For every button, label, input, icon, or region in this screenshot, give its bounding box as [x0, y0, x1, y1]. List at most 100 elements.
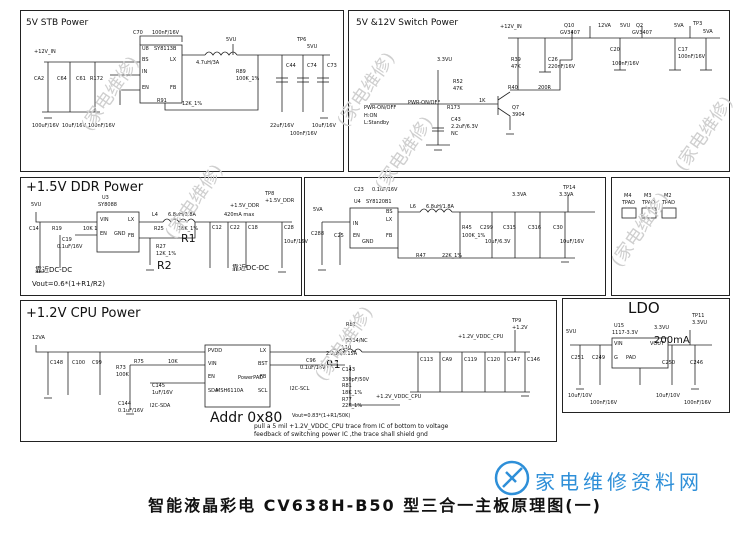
- sw-res-r39-value: 47K: [511, 64, 521, 70]
- ddr-net-1v5: +1.5V_DDR: [230, 203, 260, 209]
- ldo-cap-c249-value: 100nF/16V: [590, 400, 618, 406]
- cpu-res-r73-value: 100K: [116, 372, 129, 378]
- ddr-inductor-l4-value: 6.8uH/1.8A: [168, 212, 196, 218]
- stb-res-r89-value: 100K_1%: [236, 76, 260, 82]
- mid-pin-lx: LX: [386, 217, 393, 223]
- sw-res-r39: R39: [511, 57, 521, 63]
- mid-pin-in: IN: [353, 221, 359, 227]
- cpu-cap-c99: C99: [92, 360, 102, 366]
- panel-tpad-select: [611, 177, 730, 296]
- ddr-panel-title: +1.5V DDR Power: [26, 180, 144, 195]
- brand-name: 家电维修资料网: [535, 470, 703, 494]
- mid-testpoint: TP14: [563, 185, 576, 191]
- mid-res-r47: R47: [416, 253, 426, 259]
- stb-pin-lx: LX: [170, 57, 177, 63]
- ldo-cap-c251-value: 10uF/10V: [568, 393, 592, 399]
- mid-pin-en: EN: [353, 233, 360, 239]
- ddr-pin-en: EN: [100, 231, 107, 237]
- ldo-cap-c250: C250: [662, 360, 676, 366]
- switch-panel-title: 5V &12V Switch Power: [356, 18, 459, 28]
- tpad-m4: M4: [624, 193, 632, 199]
- mid-res-r47-value: 22K_1%: [442, 253, 463, 259]
- cpu-res-r81-bot: R81: [342, 383, 352, 389]
- mid-inductor-l6: L6: [410, 204, 416, 210]
- cpu-res-r77-value: 22K_1%: [342, 403, 363, 409]
- ddr-current-max: 420mA max: [224, 212, 255, 218]
- cpu-note-line1: pull a 5 mil +1.2V_VDDC_CPU trace from I…: [254, 423, 449, 430]
- ldo-panel-title: LDO: [628, 299, 660, 317]
- ddr-pin-fb: FB: [128, 233, 135, 239]
- cpu-cap-c119: C119: [464, 357, 478, 363]
- cpu-res-r77: R77: [342, 397, 352, 403]
- cpu-res-r75-value: 10K: [168, 359, 178, 365]
- cpu-res-r81-bot-value: 18K_1%: [342, 390, 363, 396]
- sw-cap-c43-nc: NC: [451, 131, 459, 137]
- cpu-pin-fb: FB: [260, 374, 267, 380]
- stb-cap-c73: C73: [327, 63, 337, 69]
- stb-res-r91-value: 12K_1%: [182, 101, 203, 107]
- ddr-cap-c19-value: 0.1uF/16V: [57, 244, 83, 250]
- cpu-inductor-symbol: [329, 348, 363, 353]
- ldo-net-3v3u: 3.3VU: [654, 325, 670, 331]
- cpu-pin-lx: LX: [260, 348, 267, 354]
- ldo-testpoint-net: 3.3VU: [692, 320, 708, 326]
- sw-q10-part: GV3407: [560, 30, 581, 36]
- mid-cap-c23-value: 0.1uF/16V: [372, 187, 398, 193]
- sw-net-3v3u: 3.3VU: [437, 57, 453, 63]
- mid-cap-c30: C30: [553, 225, 563, 231]
- ddr-pin-vin: VIN: [100, 217, 109, 223]
- stb-cap-c64-value: 10uF/16V: [62, 123, 86, 129]
- 3v3a-inductor-symbol: [419, 208, 453, 213]
- cpu-cap-c96: C96: [306, 358, 316, 364]
- stb-cap-c61-value: 100nF/16V: [88, 123, 116, 129]
- stb-pin-in: IN: [142, 69, 148, 75]
- sw-cap-c43-value: 2.2uF/6.3V: [451, 124, 479, 130]
- cpu-net-vddc-top: +1.2V_VDDC_CPU: [458, 334, 504, 340]
- sw-cap-c17: C17: [678, 47, 688, 53]
- cpu-pin-pvdd: PVDD: [208, 348, 223, 354]
- cpu-cap-ca9: CA9: [442, 357, 453, 363]
- cpu-pin-vin: VIN: [208, 361, 217, 367]
- cpu-res-r75: R75: [134, 359, 144, 365]
- tpad-label-2: TPAD: [642, 200, 656, 206]
- cpu-pin-scl: SCL: [258, 388, 268, 394]
- mid-cap-c316: C316: [528, 225, 542, 231]
- stb-cap-c44: C44: [286, 63, 296, 69]
- sw-cap-c43: C43: [451, 117, 461, 123]
- cpu-cap-c145: C145: [152, 383, 166, 389]
- stb-cap-c44-value: 22uF/16V: [270, 123, 294, 129]
- tpad-label-1: TPAD: [622, 200, 636, 206]
- stb-testpoint: TP6: [297, 37, 307, 43]
- sw-hint-lstandby: L:Standby: [364, 120, 390, 126]
- cpu-panel-title: +1.2V CPU Power: [26, 306, 141, 321]
- cpu-cap-c96-value: 0.1uF/16V: [300, 365, 326, 371]
- sw-net-5vu: 5VU: [620, 23, 631, 29]
- ldo-testpoint: TP11: [692, 313, 705, 319]
- mid-cap-c288: C288: [311, 231, 325, 237]
- mid-pin-gnd: GND: [362, 239, 374, 245]
- stb-cap-c74-value: 100nF/16V: [290, 131, 318, 137]
- ldo-ic-ref: U15: [614, 323, 625, 329]
- ddr-vout-formula: Vout=0.6*(1+R1/R2): [32, 280, 105, 288]
- ddr-ic-ref: U3: [102, 195, 109, 201]
- mid-pin-bs: BS: [386, 209, 393, 215]
- ldo-cap-c250-value: 10uF/10V: [656, 393, 680, 399]
- mid-cap-c23: C23: [354, 187, 364, 193]
- stb-res-r91: R91: [157, 98, 167, 104]
- mid-ic-ref: U4: [354, 199, 361, 205]
- cpu-res-r81-top-value: 5534/NC: [346, 338, 368, 344]
- ldo-pin-pad: PAD: [626, 355, 636, 361]
- cpu-r1-label: R1: [326, 358, 341, 371]
- ddr-r2-label: R2: [157, 259, 172, 272]
- cpu-net-vddc-fb: +1.2V_VDDC_CPU: [376, 394, 422, 400]
- stb-cap-c70: C70: [133, 30, 143, 36]
- sw-res-r40: R40: [508, 85, 518, 91]
- stb-cap-c61: C61: [76, 76, 86, 82]
- sw-cap-c26-value: 220nF/16V: [548, 64, 576, 70]
- cpu-cap-c120: C120: [487, 357, 501, 363]
- mid-res-r45-value: 100K_1%: [462, 233, 486, 239]
- ddr-annotation-near-dcdc-2: 靠近DC-DC: [232, 264, 270, 272]
- cpu-pin-bst: BST: [258, 361, 268, 367]
- sw-testpoint-net: 5VA: [703, 29, 713, 35]
- sw-res-r40-value: 200R: [538, 85, 552, 91]
